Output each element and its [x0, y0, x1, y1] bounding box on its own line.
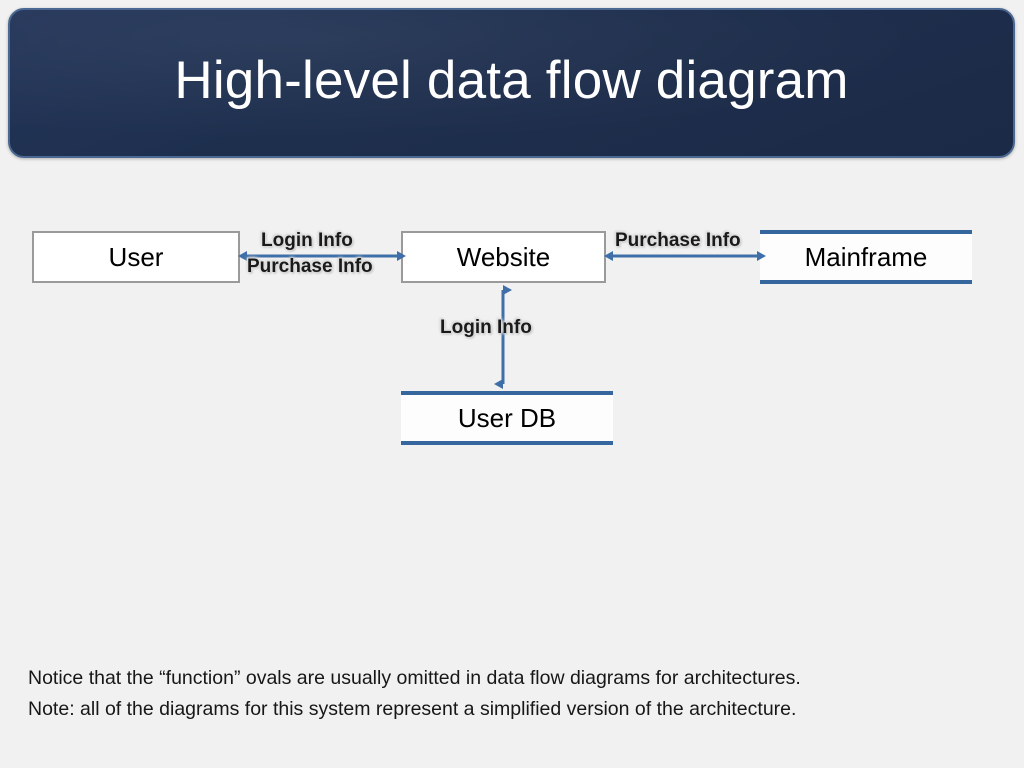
- flow-label-login-info-user: Login Info: [261, 230, 353, 251]
- node-label-website: Website: [456, 241, 551, 272]
- connector-user-website: [236, 244, 408, 268]
- caption-line-1: Notice that the “function” ovals are usu…: [28, 667, 801, 689]
- flow-label-login-info-user-db: Login Info: [440, 317, 532, 338]
- diagram-node-website[interactable]: Website: [401, 231, 606, 283]
- node-label-mainframe: Mainframe: [804, 241, 928, 272]
- title-banner: High-level data flow diagram: [8, 8, 1015, 158]
- diagram-node-mainframe[interactable]: Mainframe: [760, 230, 972, 284]
- connector-website-user-db: [491, 279, 515, 395]
- connector-website-mainframe: [602, 244, 768, 268]
- flow-label-purchase-info-mainframe: Purchase Info: [615, 230, 741, 251]
- caption-line-2: Note: all of the diagrams for this syste…: [28, 698, 797, 720]
- flow-label-purchase-info-user: Purchase Info: [247, 256, 373, 277]
- diagram-node-user[interactable]: User: [32, 231, 240, 283]
- footer-caption: Notice that the “function” ovals are usu…: [28, 663, 988, 725]
- page-title: High-level data flow diagram: [174, 50, 849, 110]
- diagram-node-user-db[interactable]: User DB: [401, 391, 613, 445]
- node-label-user: User: [108, 241, 164, 272]
- node-label-user-db: User DB: [457, 402, 557, 433]
